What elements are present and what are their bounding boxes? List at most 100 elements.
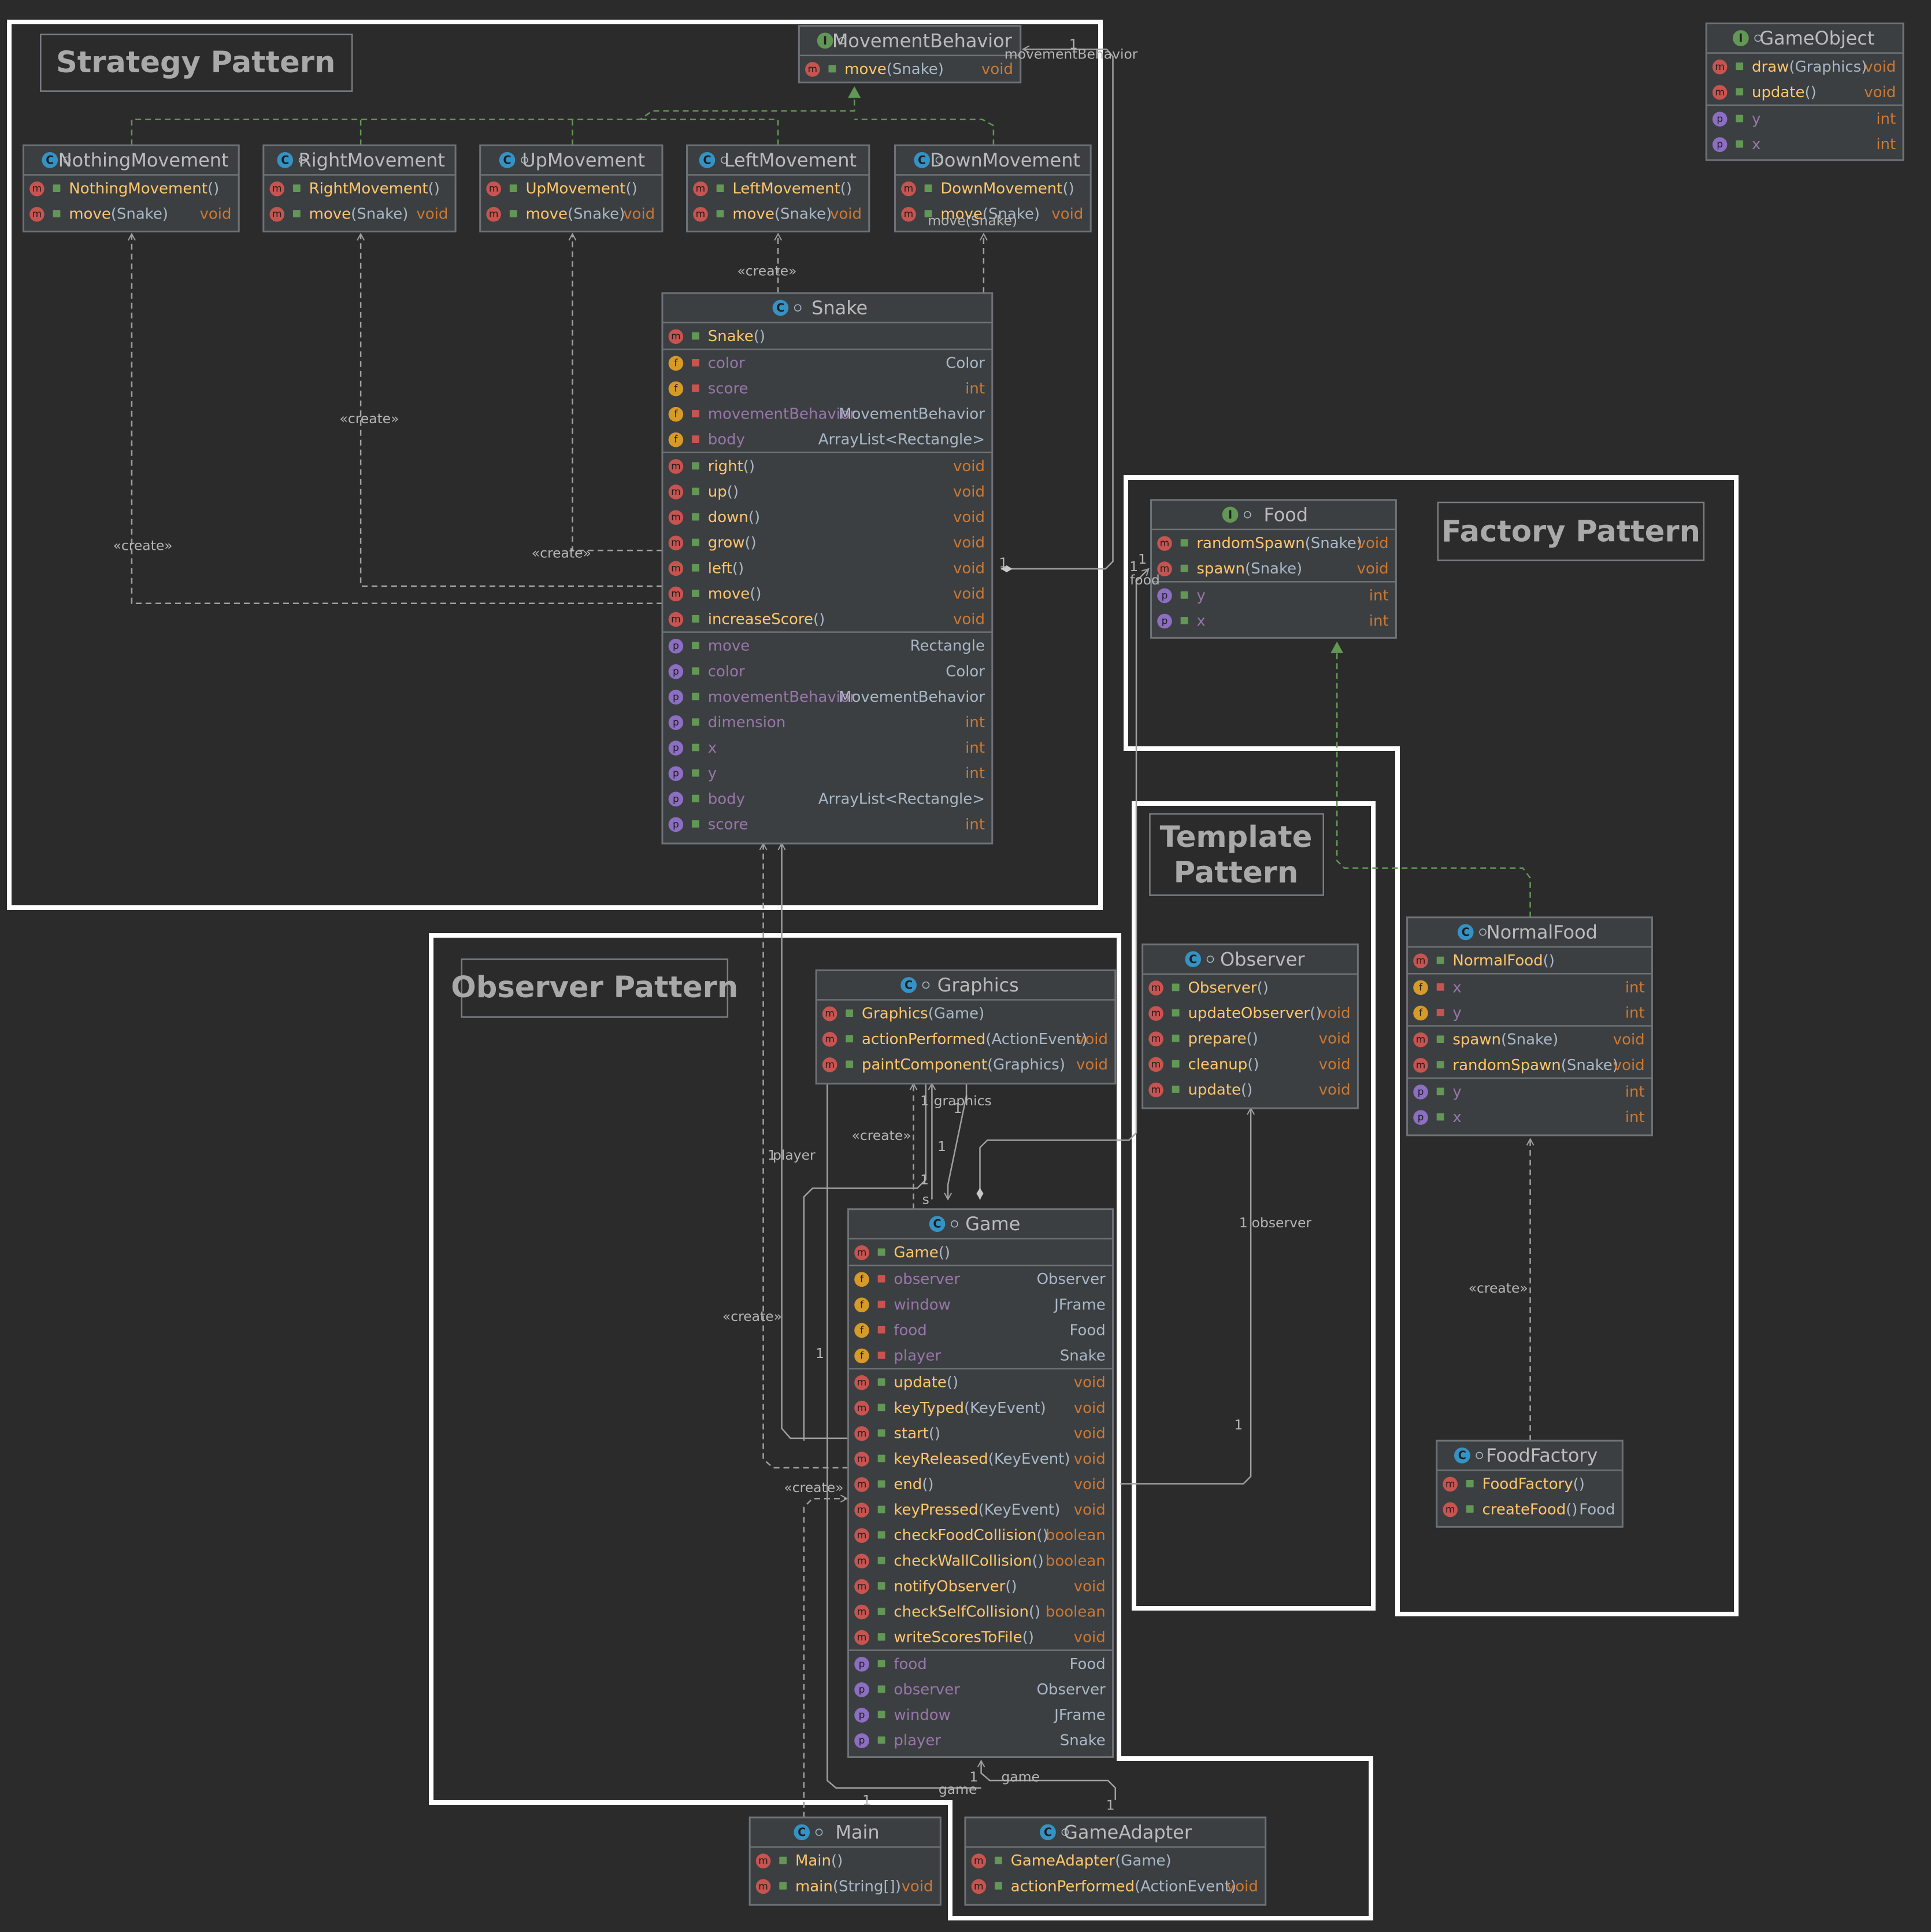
member-name: randomSpawn(Snake) [1452, 1057, 1618, 1074]
member-name: y [1452, 1004, 1461, 1021]
region-title-box-template [1149, 813, 1325, 896]
member-name: food [894, 1322, 926, 1339]
edge-assoc-movementbehavior [1000, 49, 1114, 569]
member-kind-letter: p [1162, 590, 1168, 601]
edge-realize-left [640, 119, 779, 146]
edge-label-food1b: 1 [1129, 558, 1138, 575]
member-name: movementBehavior [708, 689, 856, 706]
unlock-icon [924, 210, 932, 218]
member-kind-letter: p [1162, 615, 1168, 627]
static-modifier-icon [839, 37, 846, 45]
lock-icon [877, 1300, 885, 1308]
edge-assoc-player [782, 843, 848, 1439]
method-icon [668, 561, 684, 576]
member-kind-letter: p [1717, 139, 1723, 150]
edge-realize-nothing [131, 86, 861, 146]
member-name: notifyObserver() [894, 1578, 1017, 1595]
unlock-icon [692, 642, 699, 650]
method-icon [269, 181, 285, 197]
member-type: void [1074, 1400, 1106, 1417]
member-name: down() [708, 509, 760, 526]
class-kind-icon [929, 1216, 946, 1233]
member-name: update() [894, 1374, 958, 1391]
member-type: Observer [1037, 1271, 1106, 1288]
edge-label-gr4: 1 [920, 1172, 929, 1188]
edge-assoc-food [980, 569, 1148, 1200]
member-kind-letter: m [857, 1402, 867, 1414]
method-icon [971, 1879, 987, 1894]
frame-factory [1124, 475, 1739, 1616]
method-icon [29, 181, 45, 197]
member-name: keyTyped(KeyEvent) [894, 1400, 1046, 1417]
member-kind-letter: f [1419, 1007, 1423, 1019]
member-name: DownMovement() [940, 180, 1074, 198]
unlock-icon [509, 184, 517, 192]
member-kind-letter: m [32, 183, 42, 195]
property-icon [668, 690, 684, 705]
member-name: randomSpawn(Snake) [1196, 535, 1362, 552]
class-kind-letter: I [1739, 32, 1743, 45]
class-kind-icon [1454, 1447, 1470, 1464]
lock-icon [877, 1275, 885, 1283]
unlock-icon [692, 564, 699, 572]
class-kind-letter: C [1458, 1449, 1466, 1462]
public-modifier-icon [1206, 955, 1214, 963]
member-name: body [708, 431, 745, 449]
method-icon [668, 329, 684, 345]
unlock-icon [692, 769, 699, 777]
member-name: writeScoresToFile() [894, 1629, 1034, 1646]
unlock-icon [53, 210, 61, 218]
method-icon [1148, 980, 1163, 995]
member-kind-letter: m [671, 331, 681, 342]
member-kind-letter: m [857, 1453, 867, 1465]
lock-icon [692, 359, 699, 367]
member-type: Food [1069, 1322, 1105, 1339]
member-kind-letter: p [673, 641, 679, 652]
edge-label-obslbl: observer [1252, 1215, 1312, 1231]
member-kind-letter: m [1151, 982, 1161, 994]
class-name: GameAdapter [1063, 1821, 1192, 1843]
member-kind-letter: m [904, 209, 914, 220]
lock-icon [877, 1326, 885, 1334]
edge-assoc-graphics [948, 1083, 968, 1199]
member-name: RightMovement() [309, 180, 440, 198]
public-modifier-icon [815, 1829, 823, 1836]
member-name: actionPerformed(ActionEvent) [862, 1031, 1087, 1048]
member-name: move(Snake) [309, 206, 409, 223]
static-modifier-icon [298, 156, 306, 164]
member-type: void [1074, 1578, 1106, 1595]
method-icon [901, 181, 916, 197]
method-icon [901, 206, 916, 222]
method-icon [1157, 536, 1172, 551]
class-box [1141, 943, 1359, 1109]
member-kind-letter: m [857, 1247, 867, 1259]
class-name: NormalFood [1487, 921, 1598, 943]
unlock-icon [877, 1711, 885, 1719]
method-icon [1443, 1476, 1458, 1492]
member-name: actionPerformed(ActionEvent) [1011, 1878, 1236, 1895]
property-icon [668, 638, 684, 654]
member-name: updateObserver() [1188, 1005, 1321, 1022]
field-icon [1413, 1005, 1428, 1021]
property-icon [668, 817, 684, 832]
unlock-icon [877, 1556, 885, 1564]
member-kind-letter: m [1151, 1033, 1161, 1045]
static-modifier-icon [1476, 1452, 1483, 1459]
